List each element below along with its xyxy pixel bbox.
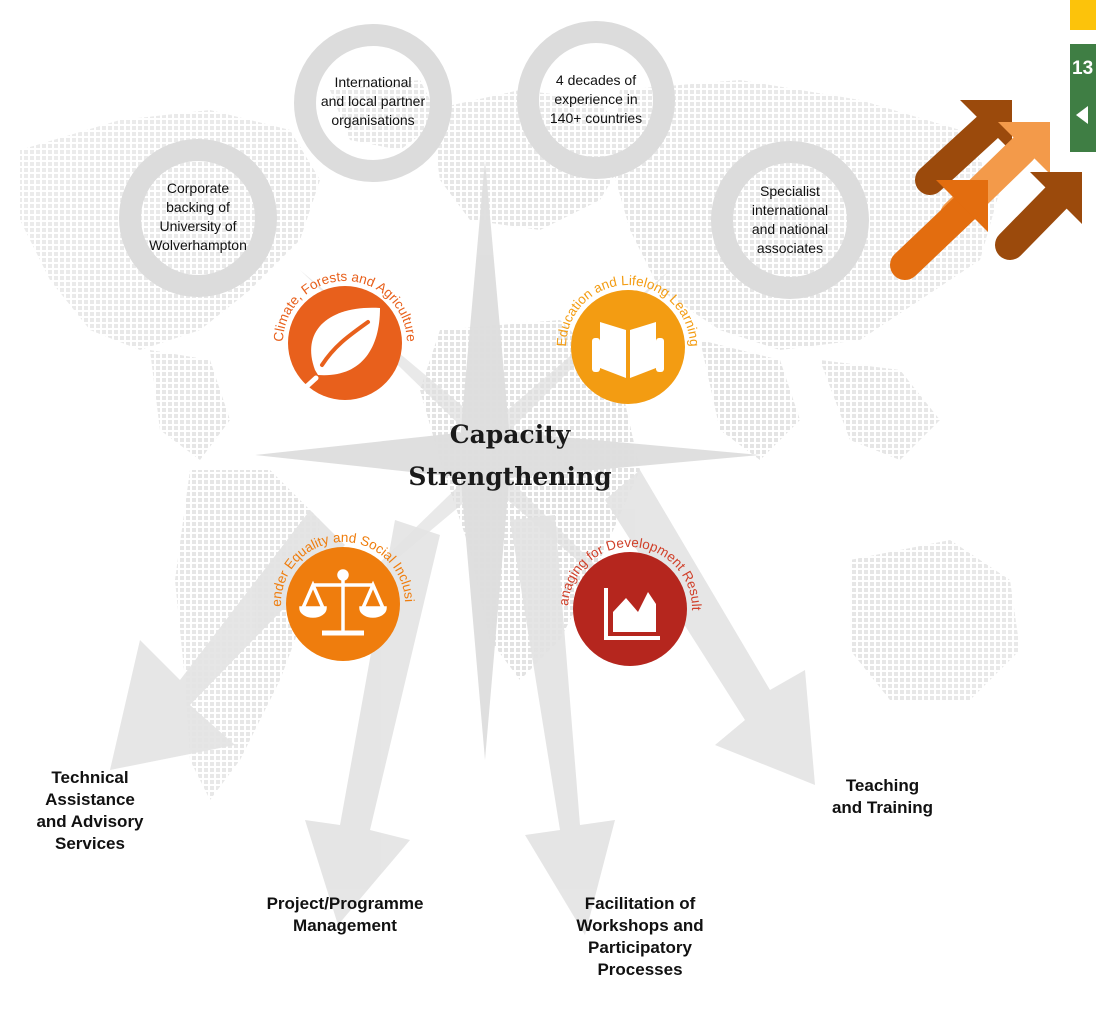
sdg-yellow-tile	[1070, 0, 1096, 30]
star-point-bottom	[460, 470, 510, 760]
arrow-technical	[110, 510, 345, 770]
star-point-top	[460, 160, 510, 440]
sdg-green-tile	[1070, 44, 1096, 152]
scales-icon	[299, 569, 387, 636]
sdg-tile-number: 13	[1072, 58, 1093, 79]
center-title: Capacity Strengthening	[408, 420, 612, 491]
ring-corporate	[119, 139, 277, 297]
ring-decades	[517, 21, 675, 179]
area-chart-icon	[604, 588, 660, 640]
service-technical: Technical Assistance and Advisory Servic…	[36, 768, 144, 853]
ring-text-corporate: Corporate backing of University of Wolve…	[149, 180, 247, 253]
arrow-teaching	[605, 470, 815, 785]
ring-partners	[294, 24, 452, 182]
ring-associates	[711, 141, 869, 299]
sdg-arrow-glyph	[1076, 106, 1088, 124]
open-book-icon	[592, 322, 664, 378]
decorative-arrows	[890, 100, 1082, 280]
service-facilitation: Facilitation of Workshops and Participat…	[576, 894, 704, 979]
service-arrows	[110, 470, 815, 935]
ring-text-associates: Specialist international and national as…	[751, 183, 829, 256]
service-project: Project/Programme Management	[266, 894, 424, 935]
arrow-facilitation	[510, 515, 615, 935]
rings	[119, 21, 869, 299]
ring-text-partners: International and local partner organisa…	[320, 74, 426, 128]
arrow-project	[305, 520, 440, 925]
sdg-corner: 13	[1070, 0, 1096, 152]
star-point-right	[485, 430, 760, 480]
leaf-icon	[302, 307, 380, 391]
education-circle	[571, 290, 685, 404]
ring-text-decades: 4 decades of experience in 140+ countrie…	[549, 72, 643, 126]
star-point-left	[255, 430, 485, 480]
service-teaching: Teaching and Training	[831, 776, 934, 817]
